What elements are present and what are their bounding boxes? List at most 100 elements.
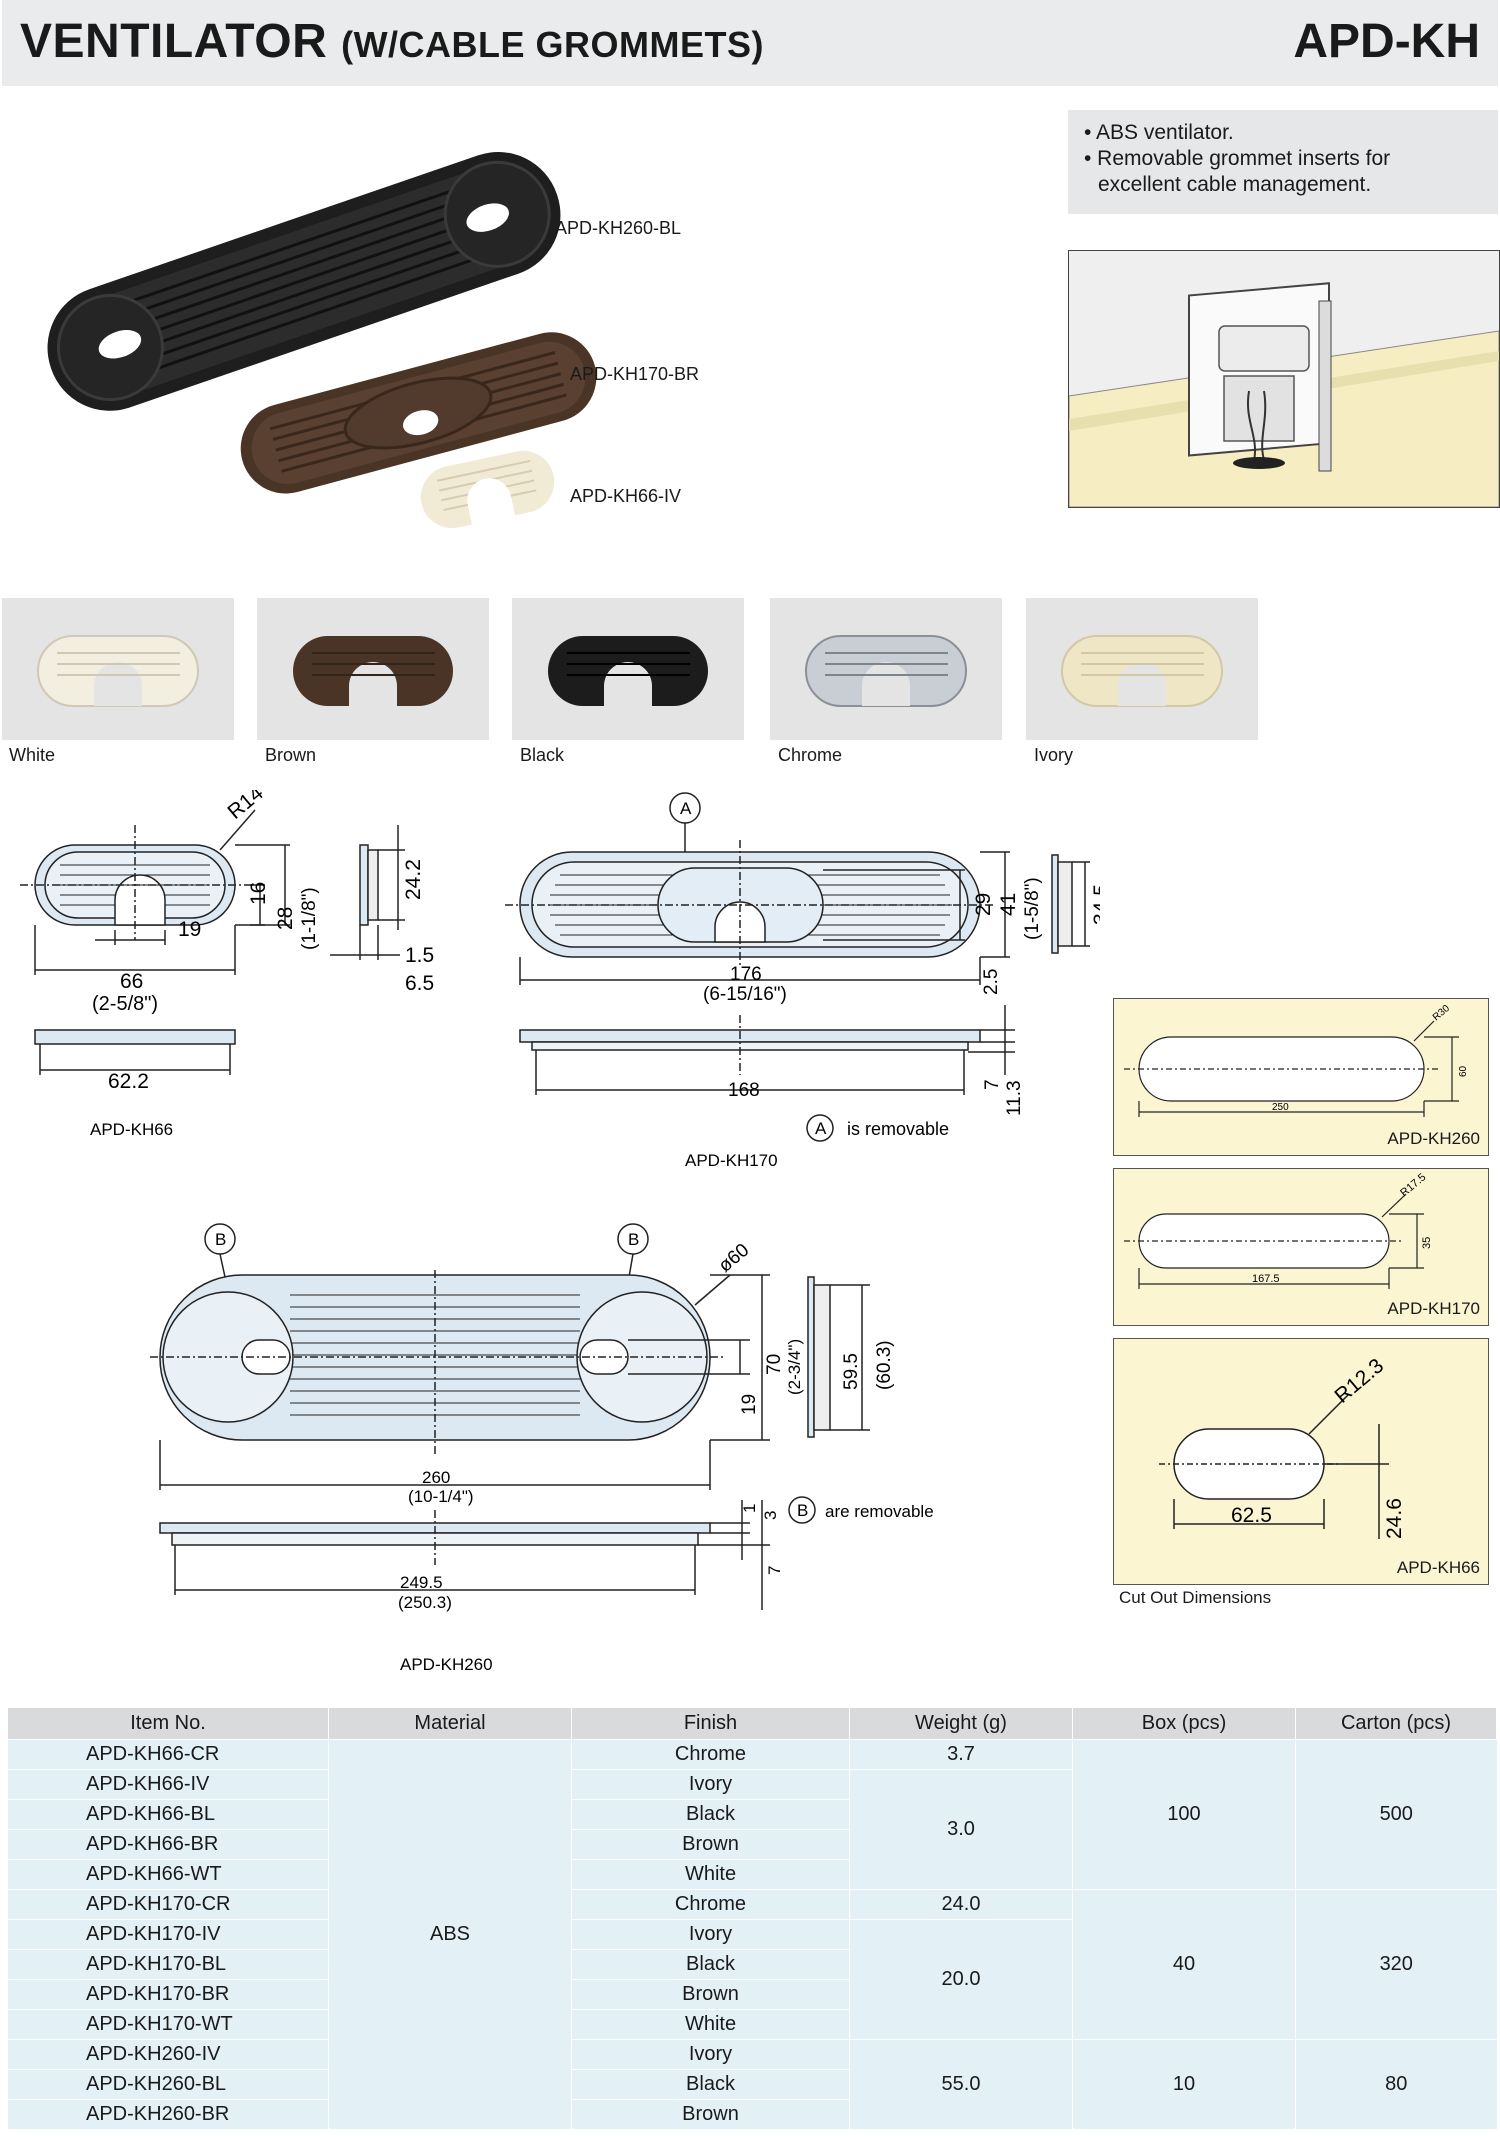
dim-text: 59.5	[841, 1353, 862, 1390]
photo-label-kh170: APD-KH170-BR	[570, 364, 700, 384]
feature-list: • ABS ventilator. • Removable grommet in…	[1068, 110, 1498, 214]
marker-b: B	[215, 1230, 226, 1249]
swatch-chrome	[770, 598, 1002, 740]
finish-cell: Ivory	[571, 1919, 850, 1950]
item-no: APD-KH66-WT	[7, 1859, 329, 1890]
dim-text: (1-5/8")	[1022, 877, 1043, 940]
dim-text: 19	[178, 918, 201, 941]
cutout-label: APD-KH260	[1387, 1129, 1480, 1148]
finish-cell: Chrome	[571, 1889, 850, 1920]
spec-table: Item No. Material Finish Weight (g) Box …	[7, 1707, 1497, 2130]
photo-label-kh260: APD-KH260-BL	[555, 218, 682, 238]
item-no: APD-KH170-IV	[7, 1919, 329, 1950]
table-row: APD-KH170-BR Brown	[7, 1979, 1497, 2010]
table-row: APD-KH170-CR Chrome 24.0 40 320	[7, 1889, 1497, 2040]
weight-cell: 3.7	[849, 1739, 1073, 1770]
dim-text: R14	[223, 790, 268, 824]
title-subtitle: (W/CABLE GROMMETS)	[341, 24, 765, 65]
carton-cell: 80	[1295, 2039, 1497, 2130]
dim-text: R30	[1431, 1003, 1452, 1024]
drawing-kh260: B B ø60 70 (2-3/4") 19 59.5 (60.3) 260 (…	[150, 1223, 934, 1674]
dim-text: (10-1/4")	[408, 1487, 474, 1506]
drawing-label: APD-KH170	[685, 1151, 778, 1170]
col-header: Weight (g)	[849, 1707, 1073, 1740]
finish-cell: Black	[571, 1949, 850, 1980]
cutout-kh170: R17.5 35 167.5 APD-KH170	[1113, 1168, 1489, 1326]
box-cell: 40	[1072, 1889, 1296, 2040]
feature-item: • Removable grommet inserts for	[1084, 147, 1391, 170]
item-no: APD-KH66-IV	[7, 1769, 329, 1800]
col-header: Box (pcs)	[1072, 1707, 1296, 1740]
swatch-ivory	[1026, 598, 1258, 740]
table-row: APD-KH66-IV Ivory 3.0	[7, 1769, 1497, 1890]
finish-cell: Chrome	[571, 1739, 850, 1770]
item-no: APD-KH170-BR	[7, 1979, 329, 2010]
dim-text: 11.3	[1004, 1080, 1025, 1116]
dim-text: 60	[1458, 1065, 1469, 1077]
removable-note: are removable	[825, 1502, 934, 1521]
weight-cell: 24.0	[849, 1889, 1073, 1920]
swatch-label: White	[9, 745, 56, 765]
dim-text: 249.5	[400, 1573, 443, 1592]
table-row: APD-KH260-IV Ivory 55.0 10 80	[7, 2039, 1497, 2130]
dim-text: 35	[1421, 1237, 1433, 1249]
weight-cell: 20.0	[849, 1919, 1073, 2040]
col-header: Material	[328, 1707, 572, 1740]
dim-text: 2.5	[981, 969, 1002, 995]
cutout-label: APD-KH66	[1396, 1558, 1480, 1577]
dim-text: 6.5	[405, 972, 434, 995]
col-header: Item No.	[7, 1707, 329, 1740]
dim-text: 7	[982, 1079, 1003, 1090]
weight-cell: 55.0	[849, 2039, 1073, 2130]
cutout-caption: Cut Out Dimensions	[1119, 1588, 1272, 1607]
finish-cell: Brown	[571, 2099, 850, 2130]
dim-text: 66	[120, 970, 143, 993]
table-row: APD-KH66-CR ABS Chrome 3.7 100 500	[7, 1739, 1497, 2130]
dim-text: (2-5/8")	[92, 993, 158, 1015]
kh170-brown-ventilator	[240, 332, 597, 494]
kh66-ivory-ventilator	[420, 450, 555, 529]
finish-cell: White	[571, 1859, 850, 1890]
box-cell: 100	[1072, 1739, 1296, 1890]
swatch-white	[2, 598, 234, 740]
table-row: APD-KH170-WT White	[7, 2009, 1497, 2040]
marker-b: B	[628, 1230, 639, 1249]
table-row: APD-KH66-BR Brown	[7, 1829, 1497, 1860]
table-row: APD-KH260-BL Black	[7, 2069, 1497, 2100]
dim-text: 34.5	[1090, 884, 1100, 925]
cutout-kh66: R12.3 62.5 24.6 APD-KH66	[1113, 1338, 1489, 1585]
drawing-kh170: A 29 41 (1-5/8") 34.5 176 (6-15/16") 2.5…	[505, 792, 1100, 1170]
dim-text: 7	[765, 1566, 784, 1575]
dim-text: 70	[764, 1354, 785, 1375]
dim-text: 167.5	[1252, 1273, 1280, 1285]
product-photo	[47, 152, 597, 529]
dim-text: (250.3)	[398, 1593, 452, 1612]
swatch-label: Chrome	[778, 745, 843, 765]
finish-cell: Black	[571, 2069, 850, 2100]
dim-text: (6-15/16")	[703, 984, 787, 1005]
col-header: Finish	[571, 1707, 850, 1740]
dim-text: 16	[247, 882, 270, 905]
dim-text: 19	[739, 1394, 760, 1415]
finish-cell: Ivory	[571, 2039, 850, 2070]
feature-item: excellent cable management.	[1098, 173, 1372, 196]
carton-cell: 500	[1295, 1739, 1497, 1890]
table-row: APD-KH66-BL Black	[7, 1799, 1497, 1830]
dim-text: 24.2	[402, 859, 425, 900]
dim-text: 1	[740, 1504, 759, 1513]
item-no: APD-KH66-CR	[7, 1739, 329, 1770]
feature-item: • ABS ventilator.	[1084, 121, 1234, 144]
finish-cell: Brown	[571, 1979, 850, 2010]
item-no: APD-KH170-WT	[7, 2009, 329, 2040]
dim-text: 62.2	[108, 1070, 149, 1093]
page-title: VENTILATOR (W/CABLE GROMMETS)	[20, 14, 764, 69]
dim-text: R12.3	[1330, 1354, 1388, 1408]
dim-text: 260	[422, 1468, 450, 1487]
drawing-label: APD-KH66	[90, 1120, 173, 1139]
dim-text: (2-3/4")	[785, 1339, 804, 1395]
swatch-label: Brown	[265, 745, 317, 765]
dim-text: 176	[730, 964, 762, 985]
item-no: APD-KH260-BL	[7, 2069, 329, 2100]
dim-text: 250	[1272, 1102, 1289, 1113]
item-no: APD-KH66-BR	[7, 1829, 329, 1860]
